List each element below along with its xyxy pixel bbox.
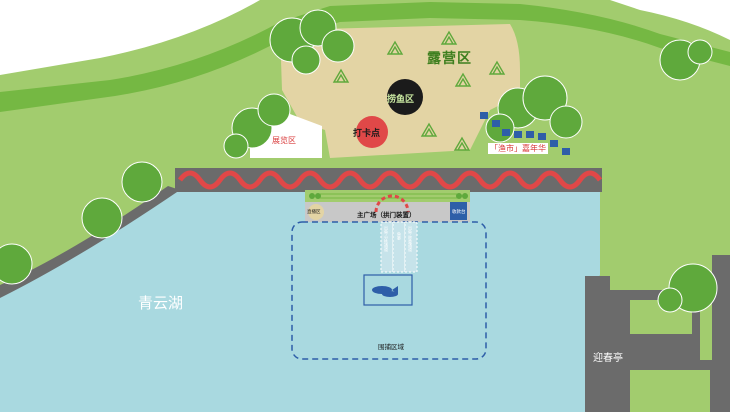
tent-icon	[440, 30, 458, 45]
fishing-area-label: 捞鱼区	[387, 95, 415, 105]
arch-icon	[374, 194, 410, 213]
tree-icon	[0, 243, 33, 285]
netting-area	[291, 221, 487, 360]
pavilion-grass-2	[630, 370, 710, 412]
channel-right	[404, 221, 418, 273]
tent-icon	[386, 40, 404, 55]
camping-area-label: 露营区	[427, 51, 472, 67]
live-stream-spot	[308, 204, 324, 220]
tree-icon	[121, 161, 163, 203]
payment-label: 收款台	[452, 210, 466, 215]
market-stall-icon	[480, 112, 488, 119]
live-stream-label: 直播区	[307, 210, 321, 215]
lake-label: 青云湖	[138, 294, 184, 312]
checkin-point-label: 打卡点	[353, 129, 381, 139]
netting-area-label: 围捕区域	[378, 343, 404, 351]
wave-line	[177, 170, 603, 190]
fish-market-carnival-label: 「渔市」嘉年华	[488, 143, 548, 154]
tent-icon	[488, 60, 506, 75]
pavilion-label: 迎春亭	[593, 353, 623, 364]
checkin-marker	[356, 116, 388, 148]
stage-green	[305, 190, 470, 202]
tree-icon	[81, 197, 123, 239]
channel-mid-label: 鱼篓	[397, 232, 402, 240]
market-stall-icons	[480, 112, 570, 155]
main-stage-label: 主广场（拱门装置）	[357, 211, 416, 219]
channel-left-label: 出鱼·分拣通道	[384, 226, 389, 252]
tent-icon	[454, 72, 472, 87]
lake-water	[0, 190, 600, 412]
tent-icon	[420, 122, 438, 137]
green-road	[0, 2, 730, 112]
fish-icon	[372, 286, 398, 297]
tent-icon	[453, 136, 471, 151]
tent-icon	[332, 68, 350, 83]
lakeside-path	[0, 186, 180, 298]
payment-desk	[450, 202, 467, 220]
exhibition-area-label: 展览区	[272, 136, 296, 145]
outer-area-right	[610, 0, 730, 40]
channel-right-label: 出鱼·称重通道	[408, 226, 413, 252]
fishing-area-marker	[387, 79, 423, 115]
tree-icons	[0, 9, 718, 313]
channel-mid	[392, 221, 406, 273]
outer-area	[0, 0, 260, 75]
tent-icons	[332, 30, 506, 151]
